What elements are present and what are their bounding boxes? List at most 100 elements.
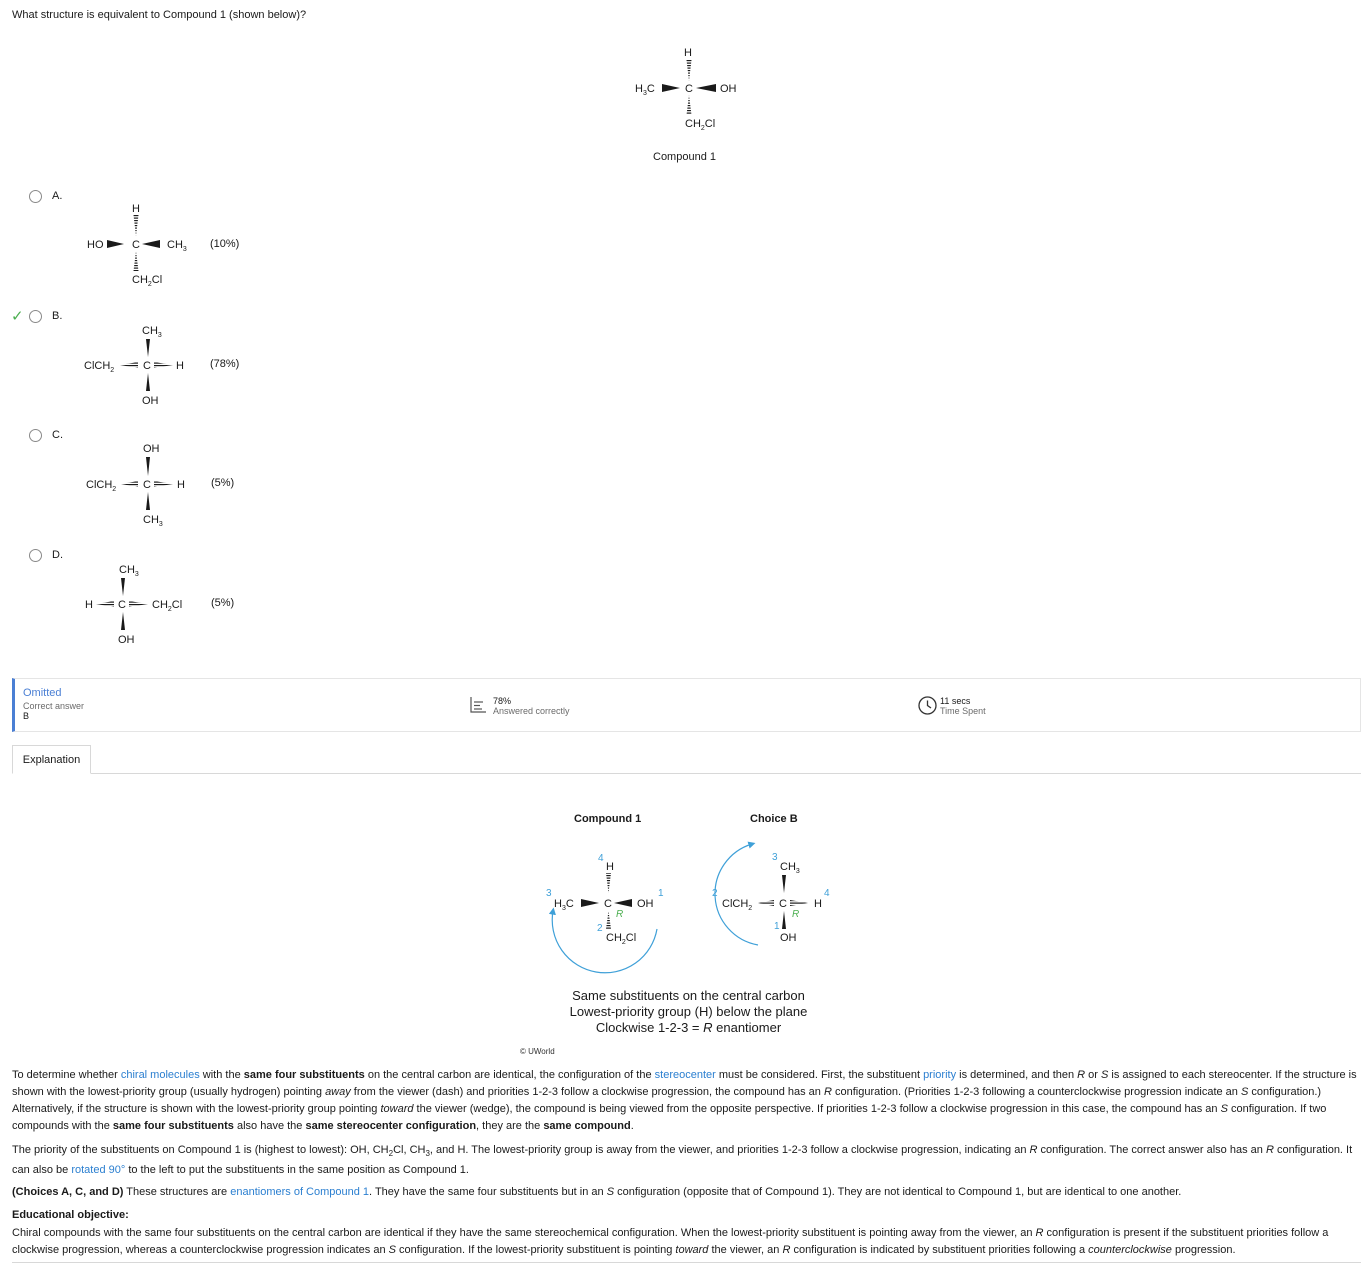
option-c-right: H (177, 479, 185, 491)
compound-1-label: Compound 1 (653, 151, 716, 163)
fig-left-top: H (606, 861, 614, 873)
priority-3-right: 3 (772, 852, 778, 863)
priority-1-left: 1 (658, 888, 664, 899)
option-a-top: H (132, 203, 140, 215)
hash-bond (758, 900, 774, 906)
option-a-bottom: CH2Cl (132, 274, 162, 288)
wedge-bond (581, 899, 599, 907)
wedge-bond (121, 578, 125, 596)
option-a-structure[interactable]: H HO C CH3 CH2Cl (80, 200, 210, 295)
hash-bond (133, 251, 139, 271)
option-b-letter[interactable]: B. (52, 310, 63, 322)
option-b-center: C (143, 360, 151, 372)
wedge-bond (121, 612, 125, 630)
explanation-paragraph-2: The priority of the substituents on Comp… (12, 1144, 1353, 1177)
wedge-bond (662, 84, 680, 92)
wedge-bond (614, 899, 632, 907)
hash-bond (154, 481, 173, 487)
caption-line-3: Clockwise 1-2-3 = R enantiomer (595, 1020, 782, 1035)
hash-bond (129, 601, 148, 607)
fig-right-left: ClCH2 (722, 898, 752, 912)
compound-center-c: C (685, 83, 693, 95)
link-enantiomers[interactable]: enantiomers of Compound 1 (230, 1186, 370, 1198)
link-chiral-molecules[interactable]: chiral molecules (120, 1069, 200, 1081)
option-a-right: CH3 (167, 239, 187, 253)
wedge-bond (107, 240, 124, 248)
config-r-right: R (792, 909, 799, 920)
figure-choice-title: Choice B (750, 813, 798, 825)
option-d-bottom: OH (118, 634, 135, 646)
option-b-top: CH3 (142, 325, 162, 339)
explanation-figure: Compound 1 Choice B 4 H 3 H3C C OH 1 R 2… (546, 813, 830, 974)
option-c-structure[interactable]: OH ClCH2 C H CH3 (80, 439, 210, 534)
fig-left-center: C (604, 898, 612, 910)
hash-bond (790, 900, 808, 906)
link-priority[interactable]: priority (923, 1069, 957, 1081)
link-rotated[interactable]: rotated 90° (71, 1164, 126, 1177)
option-a-center: C (132, 239, 140, 251)
percent-correct-label: Answered correctly (493, 706, 570, 716)
option-c-radio[interactable] (29, 429, 42, 442)
option-d-structure[interactable]: CH3 H C CH2Cl OH (80, 559, 210, 654)
fig-left-left: H3C (554, 898, 574, 912)
explanation-paragraph-3: (Choices A, C, and D) These structures a… (12, 1186, 1182, 1198)
option-b-structure[interactable]: CH3 ClCH2 C H OH (80, 320, 210, 415)
option-d-radio[interactable] (29, 549, 42, 562)
fig-left-bottom: CH2Cl (606, 932, 636, 946)
priority-4-right: 4 (824, 888, 830, 899)
hash-bond (606, 911, 611, 929)
link-stereocenter[interactable]: stereocenter (654, 1069, 716, 1081)
stats-bar: Omitted Correct answer B 78% Answered co… (12, 678, 1361, 732)
hash-bond (120, 362, 138, 368)
percent-correct: 78% (493, 696, 512, 706)
option-a-letter[interactable]: A. (52, 190, 63, 202)
caption-line-2: Lowest-priority group (H) below the plan… (569, 1004, 808, 1019)
time-spent-label: Time Spent (940, 706, 986, 716)
option-b-percent: (78%) (210, 358, 240, 370)
compound-left: H3C (635, 83, 655, 97)
compound-right-oh: OH (720, 83, 737, 95)
option-d-top: CH3 (119, 564, 139, 578)
hash-bond (121, 481, 138, 487)
option-a-radio[interactable] (29, 190, 42, 203)
tab-divider (91, 773, 1361, 774)
clock-icon (918, 696, 937, 715)
wedge-bond (146, 457, 150, 476)
wedge-bond (782, 875, 786, 893)
wedge-bond (142, 240, 160, 248)
wedge-bond (782, 911, 786, 929)
explanation-paragraph-1: To determine whether chiral molecules wi… (12, 1069, 1357, 1132)
wedge-bond (696, 84, 716, 92)
option-c-bottom: CH3 (143, 514, 163, 528)
hash-bond (133, 215, 139, 236)
priority-1-right: 1 (774, 921, 780, 932)
hash-bond (606, 873, 611, 893)
figure-compound-title: Compound 1 (574, 813, 641, 825)
fig-right-center: C (779, 898, 787, 910)
option-d-letter[interactable]: D. (52, 549, 63, 561)
option-d-percent: (5%) (211, 597, 235, 609)
figure-caption: Same substituents on the central carbon … (520, 988, 857, 1036)
option-b-left: ClCH2 (84, 360, 114, 374)
objective-title: Educational objective: (12, 1209, 129, 1221)
option-d-right: CH2Cl (152, 599, 182, 613)
figure-copyright: © UWorld (520, 1047, 555, 1056)
option-b-bottom: OH (142, 395, 159, 407)
correct-answer-label: Correct answer (23, 701, 85, 711)
tab-explanation[interactable]: Explanation (12, 745, 91, 774)
option-b-right: H (176, 360, 184, 372)
correct-answer-value: B (23, 711, 30, 721)
hash-bond (686, 60, 692, 81)
priority-3-left: 3 (546, 888, 552, 899)
option-c-letter[interactable]: C. (52, 429, 63, 441)
bottom-divider (12, 1262, 1361, 1263)
fig-left-right: OH (637, 898, 654, 910)
option-a-percent: (10%) (210, 238, 240, 250)
clockwise-arrow-left (548, 907, 658, 974)
clockwise-arrow-right (714, 841, 759, 946)
option-b-radio[interactable] (29, 310, 42, 323)
objective-text: Chiral compounds with the same four subs… (12, 1227, 1329, 1256)
config-r-left: R (616, 909, 623, 920)
option-c-top: OH (143, 443, 160, 455)
time-spent: 11 secs (940, 696, 971, 706)
